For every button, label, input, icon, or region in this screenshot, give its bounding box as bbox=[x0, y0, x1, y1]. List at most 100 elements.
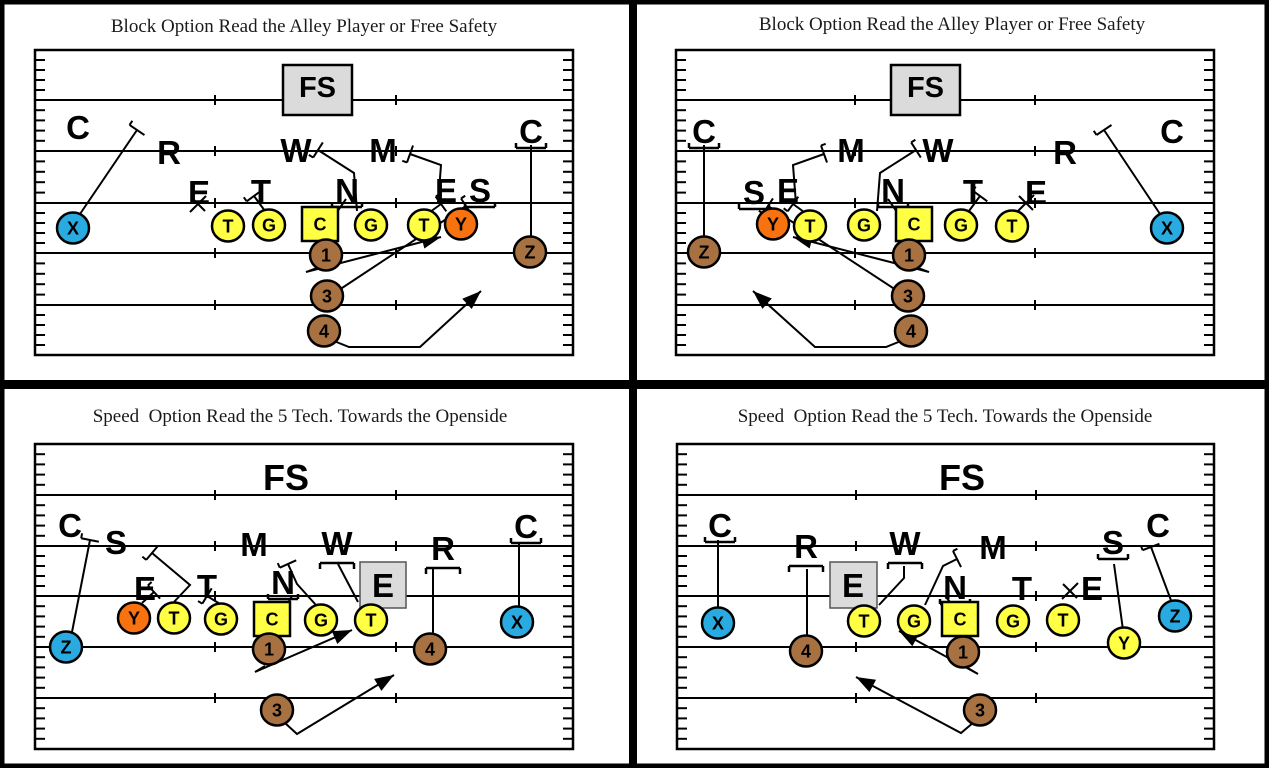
free-safety-box bbox=[281, 63, 354, 117]
block-bar-tick bbox=[435, 192, 441, 198]
player-label-4: 4 bbox=[319, 322, 329, 342]
block-bar bbox=[786, 196, 800, 212]
defender-C: C bbox=[1146, 507, 1170, 544]
block-bar-tick bbox=[276, 562, 281, 569]
player-G bbox=[203, 602, 239, 636]
defender-S: S bbox=[469, 172, 491, 209]
defender-N: N bbox=[271, 564, 295, 601]
player-G bbox=[896, 604, 932, 638]
block-path bbox=[71, 539, 91, 633]
defender-C: C bbox=[692, 113, 716, 150]
defender-R: R bbox=[157, 134, 181, 171]
run-path bbox=[254, 629, 353, 673]
run-path bbox=[855, 676, 975, 735]
player-G bbox=[303, 603, 339, 637]
player-label-C: C bbox=[954, 610, 967, 630]
block-bar-tick bbox=[141, 555, 147, 561]
block-bar-tick bbox=[971, 186, 977, 192]
block-bar bbox=[972, 189, 988, 203]
player-label-3: 3 bbox=[903, 287, 913, 307]
player-Y bbox=[1106, 626, 1142, 660]
player-X bbox=[499, 605, 535, 639]
player-G bbox=[353, 208, 389, 242]
defender-W: W bbox=[922, 132, 954, 169]
defender-C: C bbox=[1160, 113, 1184, 150]
player-3 bbox=[309, 279, 345, 313]
block-bar bbox=[128, 124, 146, 136]
arrowhead bbox=[462, 291, 481, 310]
arrowhead bbox=[331, 630, 352, 644]
x-mark bbox=[1018, 195, 1034, 211]
player-Z bbox=[48, 630, 84, 664]
player-T bbox=[406, 208, 442, 242]
x-mark bbox=[1062, 583, 1078, 599]
defender-E: E bbox=[134, 570, 156, 607]
arrowhead bbox=[856, 677, 877, 693]
free-safety-box bbox=[889, 63, 962, 117]
player-label-3: 3 bbox=[272, 701, 282, 721]
block-bar-tick bbox=[80, 533, 84, 539]
block-bar bbox=[312, 141, 324, 159]
block-bar bbox=[246, 189, 262, 203]
defender-S: S bbox=[743, 174, 765, 211]
player-label-G: G bbox=[907, 612, 921, 632]
block-path bbox=[968, 195, 981, 212]
player-label-T: T bbox=[1058, 611, 1069, 631]
free-safety-label: FS bbox=[907, 72, 944, 104]
player-Y bbox=[116, 601, 152, 635]
player-label-G: G bbox=[364, 216, 378, 236]
block-bar-tick bbox=[147, 581, 153, 587]
block-bar-tick bbox=[401, 159, 408, 164]
defender-M: M bbox=[240, 526, 268, 563]
block-bar-tick bbox=[242, 196, 248, 202]
player-T bbox=[792, 209, 828, 243]
defender-N: N bbox=[943, 569, 967, 606]
block-bar-tick bbox=[460, 194, 466, 200]
player-Z bbox=[1157, 599, 1193, 633]
arrowhead bbox=[374, 675, 394, 691]
player-label-X: X bbox=[712, 614, 724, 634]
block-bar-tick bbox=[820, 142, 827, 147]
free-safety-label: FS bbox=[939, 457, 985, 498]
player-1 bbox=[308, 238, 344, 272]
defender-C: C bbox=[708, 507, 732, 544]
block-bar bbox=[1095, 124, 1113, 136]
block-bar bbox=[80, 537, 100, 543]
block-path bbox=[151, 552, 192, 604]
block-bar bbox=[910, 141, 922, 159]
defender-C: C bbox=[519, 113, 543, 150]
player-X bbox=[700, 606, 736, 640]
block-bar bbox=[434, 196, 448, 212]
run-path bbox=[752, 290, 902, 348]
defender-N: N bbox=[881, 172, 905, 209]
defender-W: W bbox=[321, 525, 353, 562]
block-bar bbox=[145, 545, 159, 561]
player-label-X: X bbox=[67, 219, 79, 239]
player-1 bbox=[251, 632, 287, 666]
defender-E: E bbox=[188, 174, 210, 211]
player-label-G: G bbox=[262, 216, 276, 236]
player-label-Z: Z bbox=[699, 243, 710, 263]
player-3 bbox=[259, 693, 295, 727]
defender-R: R bbox=[794, 528, 818, 565]
block-path bbox=[1150, 546, 1173, 604]
defender-N: N bbox=[335, 172, 359, 209]
block-bar-tick bbox=[952, 547, 958, 552]
block-path bbox=[141, 591, 155, 604]
player-T bbox=[210, 209, 246, 243]
player-label-4: 4 bbox=[425, 640, 435, 660]
player-1 bbox=[891, 238, 927, 272]
player-label-Z: Z bbox=[1170, 607, 1181, 627]
block-bar-tick bbox=[308, 154, 314, 159]
block-path bbox=[79, 129, 138, 215]
block-path bbox=[792, 203, 805, 213]
defender-S: S bbox=[105, 524, 127, 561]
player-Z bbox=[512, 235, 548, 269]
player-label-T: T bbox=[1007, 217, 1018, 237]
run-path bbox=[284, 674, 395, 736]
player-label-G: G bbox=[1006, 612, 1020, 632]
player-label-4: 4 bbox=[801, 642, 811, 662]
player-center-square bbox=[300, 205, 340, 243]
player-label-G: G bbox=[314, 611, 328, 631]
block-bar bbox=[147, 584, 161, 600]
